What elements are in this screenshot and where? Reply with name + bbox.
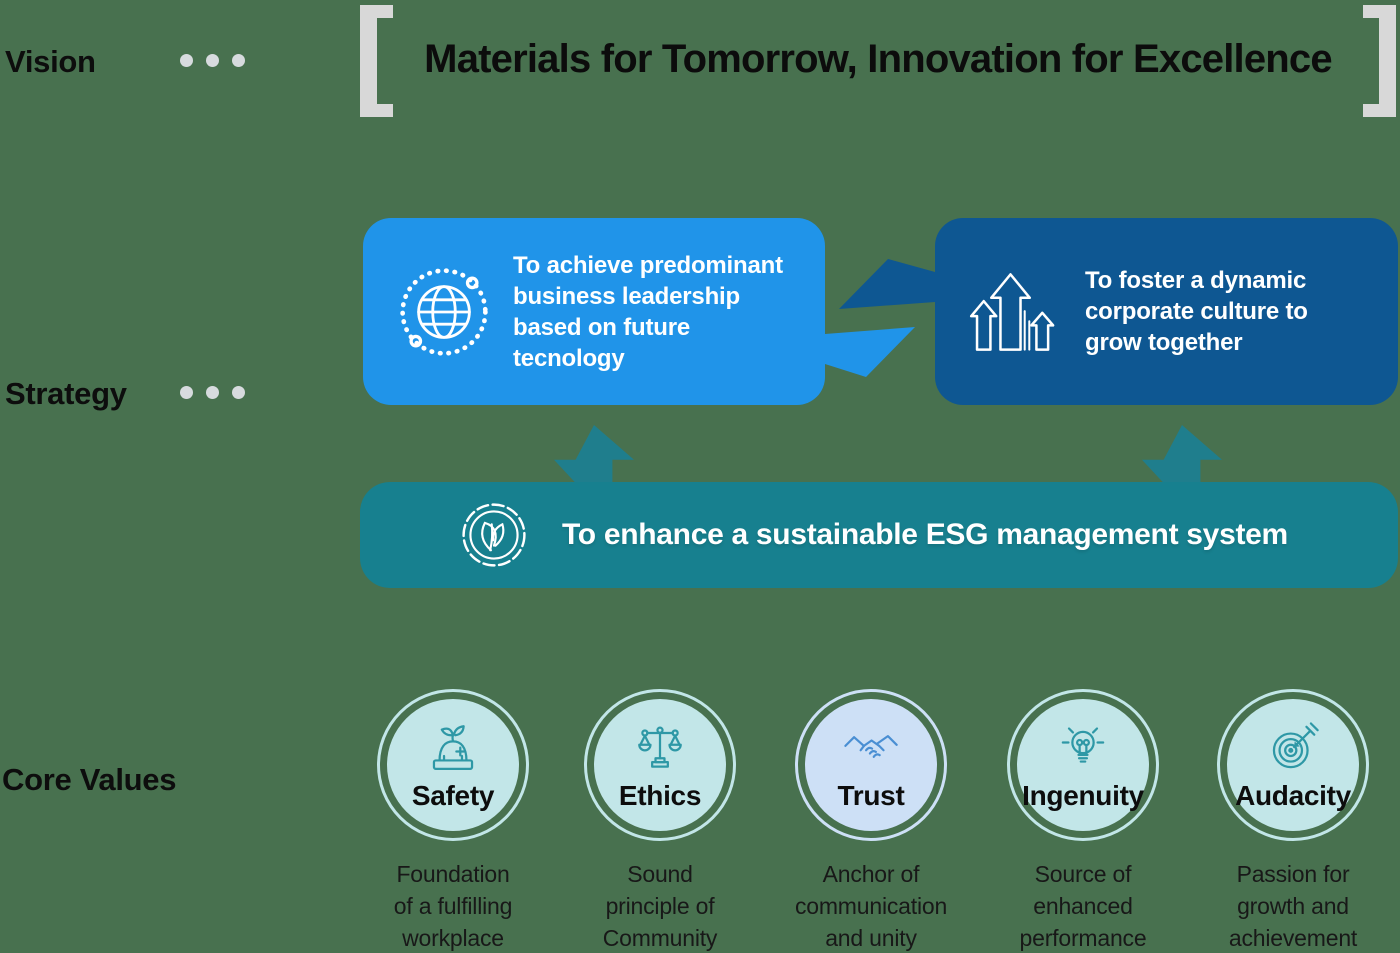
vision-dots-icon	[180, 54, 245, 67]
globe-network-icon	[397, 265, 491, 359]
core-value-description: Sound principle of Community	[602, 861, 718, 951]
core-value-description: Passion for growth and achievement	[1228, 861, 1358, 951]
strategy-label: Strategy	[5, 376, 127, 411]
core-value-ring: Audacity	[1217, 689, 1369, 841]
core-value-item-safety: Safety Foundation of a fulfilling workpl…	[347, 689, 559, 953]
core-value-item-trust: Trust Anchor of communication and unity	[765, 689, 977, 953]
strategy-box-culture: To foster a dynamic corporate culture to…	[935, 218, 1398, 405]
strategy-box-text: To achieve predominant business leadersh…	[513, 251, 783, 372]
target-dart-icon	[1265, 719, 1321, 775]
core-value-description: Source of enhanced performance	[1019, 861, 1147, 951]
right-bracket-icon	[1363, 5, 1396, 117]
lightbulb-icon	[1055, 719, 1111, 775]
core-value-item-audacity: Audacity Passion for growth and achievem…	[1187, 689, 1399, 953]
core-value-ring: Ethics	[584, 689, 736, 841]
core-value-name: Audacity	[1235, 779, 1351, 811]
esg-banner: To enhance a sustainable ESG management …	[360, 482, 1398, 588]
core-value-ring: Safety	[377, 689, 529, 841]
core-value-item-ethics: Ethics Sound principle of Community	[554, 689, 766, 953]
swap-arrows-icon	[825, 259, 935, 377]
safety-helmet-sprout-icon	[425, 719, 481, 775]
core-value-ring: Trust	[795, 689, 947, 841]
core-values-label: Core Values	[2, 762, 177, 797]
leaf-badge-icon	[456, 497, 532, 573]
strategy-box-text: To foster a dynamic corporate culture to…	[1085, 267, 1308, 356]
up-arrow-icon	[554, 425, 634, 483]
core-value-name: Trust	[837, 779, 905, 811]
core-value-name: Ethics	[618, 779, 702, 811]
vision-label: Vision	[5, 44, 96, 79]
strategy-dots-icon	[180, 386, 245, 399]
core-value-item-ingenuity: Ingenuity Source of enhanced performance	[977, 689, 1189, 953]
core-value-description: Foundation of a fulfilling workplace	[393, 861, 513, 951]
core-value-ring: Ingenuity	[1007, 689, 1159, 841]
left-bracket-icon	[360, 5, 393, 117]
growth-arrows-icon	[967, 266, 1059, 358]
balance-scale-icon	[632, 719, 688, 775]
handshake-icon	[841, 719, 901, 775]
core-value-name: Safety	[411, 779, 495, 811]
strategy-box-technology: To achieve predominant business leadersh…	[363, 218, 825, 405]
esg-banner-text: To enhance a sustainable ESG management …	[562, 518, 1288, 551]
core-value-description: Anchor of communication and unity	[794, 861, 948, 951]
up-arrow-icon	[1142, 425, 1222, 483]
vision-title: Materials for Tomorrow, Innovation for E…	[424, 36, 1332, 81]
core-value-name: Ingenuity	[1022, 779, 1144, 811]
